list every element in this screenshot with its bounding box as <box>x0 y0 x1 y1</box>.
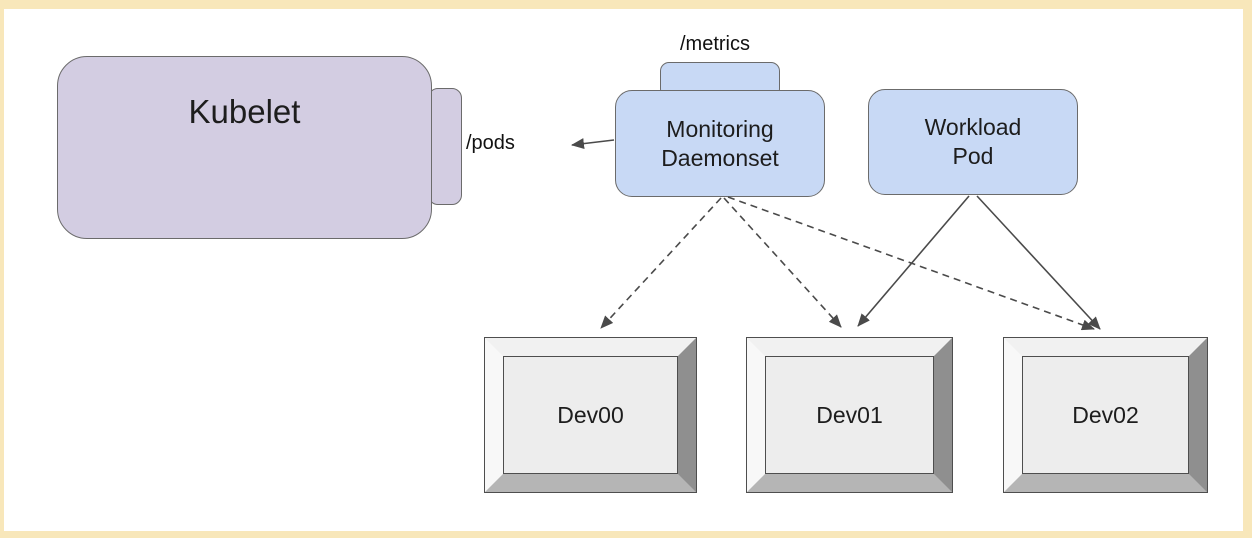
metrics-endpoint-label: /metrics <box>680 33 750 55</box>
kubelet-label: Kubelet <box>188 93 301 130</box>
device-bevel: Dev01 <box>747 338 952 492</box>
kubelet-port-tab <box>428 88 462 205</box>
device-bevel: Dev00 <box>485 338 696 492</box>
kubelet-node: Kubelet <box>57 56 432 239</box>
device-bevel: Dev02 <box>1004 338 1207 492</box>
monitoring-daemonset-node: Monitoring Daemonset <box>615 90 825 197</box>
pods-endpoint-label: /pods <box>466 132 515 154</box>
device-face: Dev02 <box>1022 356 1189 474</box>
edge-monitoring-to-pods <box>571 138 615 150</box>
workload-pod-node: Workload Pod <box>868 89 1078 195</box>
device-label-dev01: Dev01 <box>816 401 883 428</box>
device-label-dev02: Dev02 <box>1072 401 1139 428</box>
device-node-dev02: Dev02 <box>1003 337 1208 493</box>
edge-monitoring-to-dev01 <box>723 197 842 328</box>
monitoring-daemonset-label: Monitoring Daemonset <box>661 115 779 171</box>
edge-workload-to-dev01 <box>857 195 970 327</box>
device-node-dev00: Dev00 <box>484 337 697 493</box>
device-face: Dev00 <box>503 356 678 474</box>
workload-pod-label: Workload Pod <box>924 114 1022 169</box>
edge-monitoring-to-dev02 <box>727 196 1095 331</box>
device-node-dev01: Dev01 <box>746 337 953 493</box>
device-face: Dev01 <box>765 356 934 474</box>
edge-workload-to-dev02 <box>976 195 1101 330</box>
device-label-dev00: Dev00 <box>557 401 624 428</box>
edge-monitoring-to-dev00 <box>600 197 722 329</box>
